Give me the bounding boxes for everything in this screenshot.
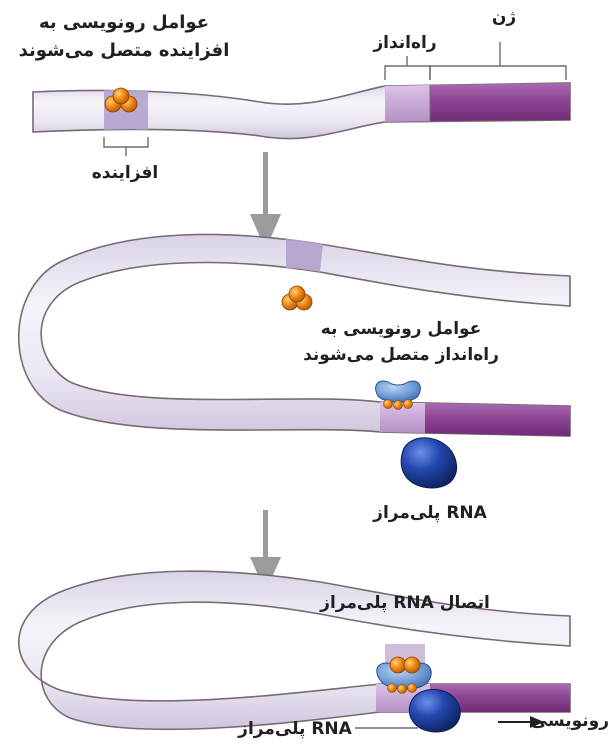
label-rna-polymerase: RNA پلی‌مراز [355,500,505,526]
rna-polymerase-icon [401,438,456,488]
label-rna-polymerase-bottom: RNA پلی‌مراز [220,716,370,742]
gene-region [425,403,570,436]
label-enhancer: افزاینده [70,160,180,186]
promoter-bracket [385,56,430,80]
label-rna-polymerase-binding: اتصال RNA پلی‌مراز [300,590,510,616]
label-transcription: رونویسی [545,708,609,734]
transcription-factor-icon [282,286,312,310]
label-promoter: راه‌انداز [355,30,455,56]
enhancer-bracket [104,137,148,156]
label-factors-bind-promoter-line1: عوامل رونویسی به [296,316,506,342]
enhancer-region [286,239,323,272]
label-gene: ژن [484,4,524,30]
rna-polymerase-icon [409,690,460,733]
label-factors-bind-enhancer-line1: عوامل رونویسی به [0,10,248,36]
label-factors-bind-enhancer-line2: افزاینده متصل می‌شوند [0,38,248,64]
promoter-region [385,85,430,122]
down-arrow-icon [250,152,281,250]
label-factors-bind-promoter-line2: راه‌انداز متصل می‌شوند [296,342,506,368]
gene-region [430,83,570,121]
